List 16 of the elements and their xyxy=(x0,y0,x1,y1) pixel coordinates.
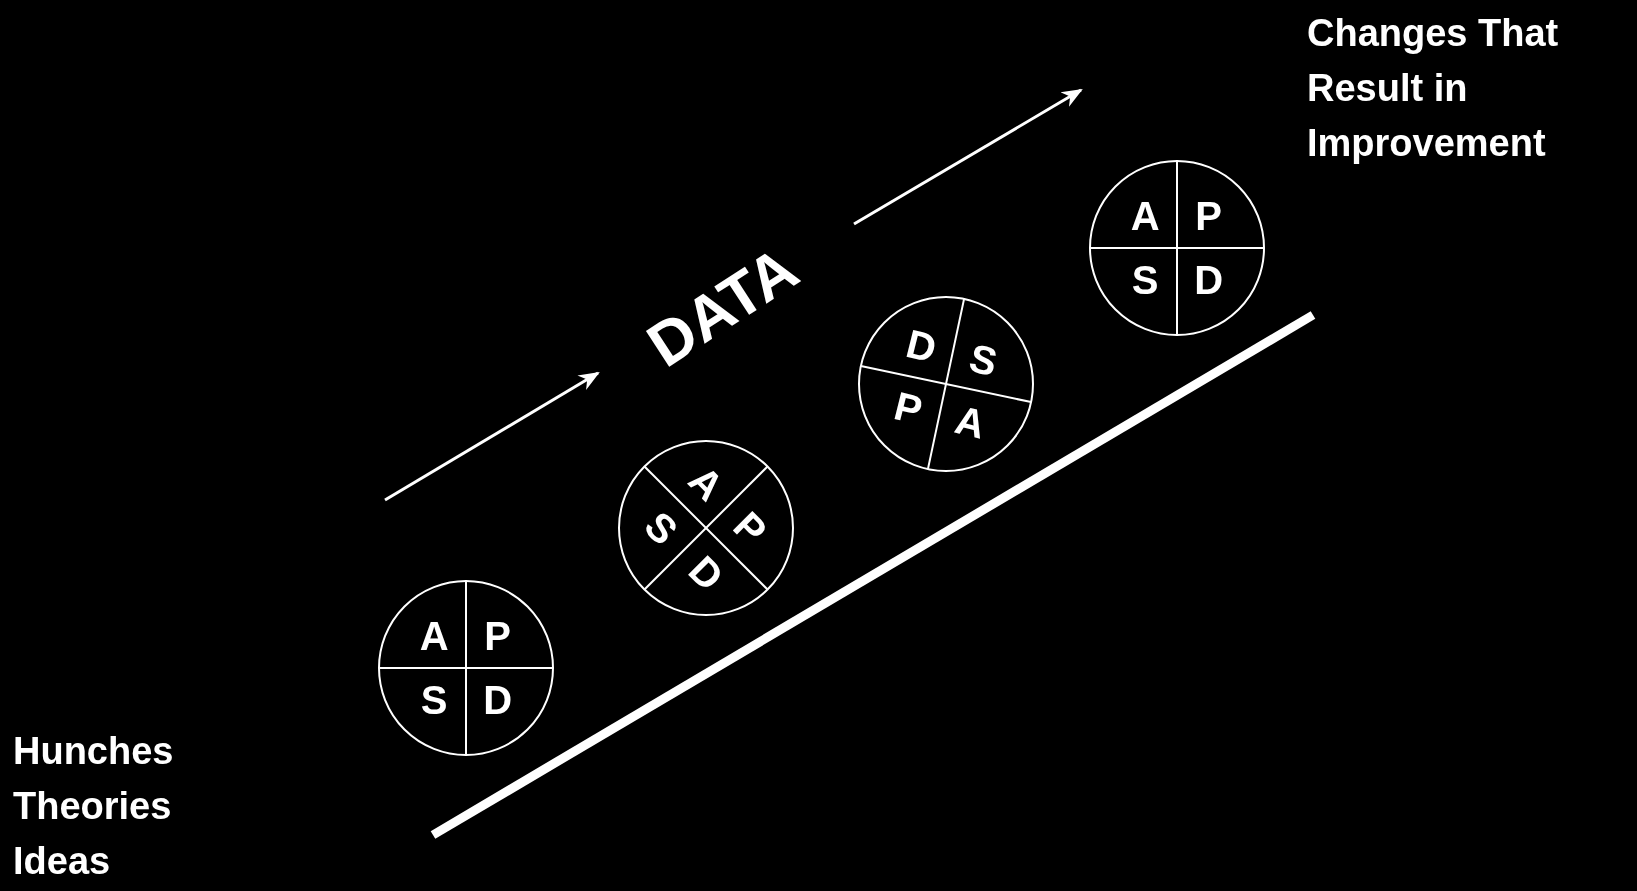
cycle-step-letter: S xyxy=(420,679,448,720)
cycle-step-letter: S xyxy=(965,336,1002,383)
cycle-step-letter: P xyxy=(1195,196,1222,237)
cycle-step-letter: D xyxy=(1194,259,1224,300)
outcome-text: Changes That Result in Improvement xyxy=(1307,11,1560,166)
cycle-step-letter: S xyxy=(1131,259,1159,300)
cycle-step-letter: D xyxy=(902,323,941,370)
cycle-step-letter: P xyxy=(890,385,927,431)
input-text: Theories xyxy=(13,785,172,829)
input-text: Ideas xyxy=(13,840,111,884)
cycle-step-letter: A xyxy=(1130,196,1160,237)
input-text: Hunches xyxy=(13,730,174,774)
cycle-step-letter: A xyxy=(419,616,449,657)
cycle-step-letter: P xyxy=(484,616,511,657)
cycle-step-letter: A xyxy=(951,398,990,445)
cycle-step-letter: D xyxy=(483,679,513,720)
